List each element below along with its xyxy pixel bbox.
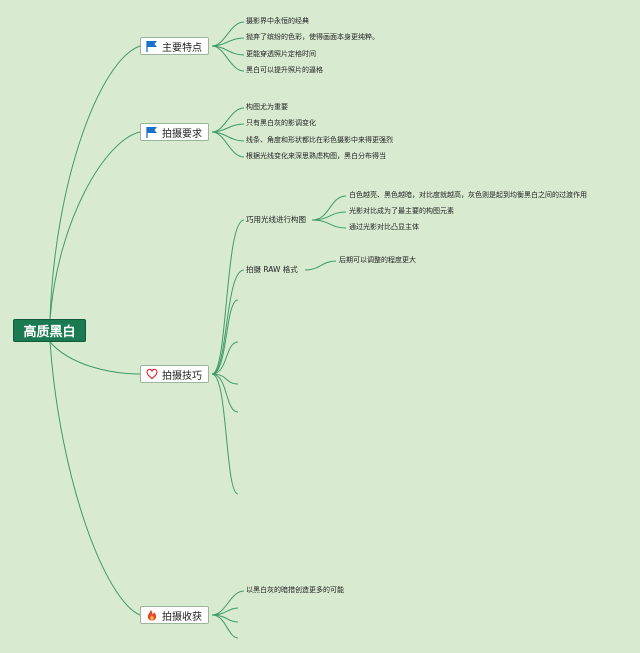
connector-b4-l1 <box>211 590 245 616</box>
connector-b2-l4 <box>211 131 245 158</box>
subtopic-light-composition[interactable]: 巧用光线进行构图 <box>246 215 306 224</box>
branch-label: 主要特点 <box>162 42 202 54</box>
connector-b3-e5 <box>211 373 239 495</box>
connector-s2-l1 <box>304 260 337 271</box>
connector-b3-e2 <box>211 341 239 375</box>
connector-b3-e1 <box>211 299 239 375</box>
leaf-item[interactable]: 光影对比成为了最主要的构图元素 <box>349 207 454 215</box>
branch-label: 拍摄技巧 <box>162 370 202 382</box>
connector-s1-l3 <box>311 219 347 229</box>
connector-b1-l1 <box>211 21 245 47</box>
branch-topic-gains[interactable]: 拍摄收获 <box>140 606 209 624</box>
leaf-item[interactable]: 摄影界中永恒的经典 <box>246 17 309 25</box>
root-topic[interactable]: 高质黑白 <box>13 319 86 342</box>
blue-flag-icon <box>146 127 157 138</box>
connector-b3-s2 <box>211 269 245 375</box>
leaf-item[interactable]: 抛弃了缤纷的色彩，使得画面本身更纯粹。 <box>246 33 379 41</box>
leaf-item[interactable]: 后期可以调整的程度更大 <box>339 256 416 264</box>
heart-outline-icon <box>146 368 158 380</box>
leaf-item[interactable]: 黑白可以提升照片的逼格 <box>246 66 323 74</box>
connector-root-b1 <box>49 45 141 320</box>
leaf-item[interactable]: 线条、角度和形状都比在彩色摄影中来得更强烈 <box>246 136 393 144</box>
connector-root-b3 <box>49 341 141 375</box>
root-topic-label: 高质黑白 <box>23 325 76 340</box>
leaf-item[interactable]: 以黑白灰的暗措创造更多的可能 <box>246 586 344 594</box>
connector-b3-s1 <box>211 219 245 375</box>
connector-b1-l4 <box>211 45 245 72</box>
branch-topic-requirements[interactable]: 拍摄要求 <box>140 123 209 141</box>
connector-b2-l1 <box>211 107 245 133</box>
branch-label: 拍摄要求 <box>162 128 202 140</box>
flame-icon <box>147 610 157 621</box>
blue-flag-icon <box>146 41 157 52</box>
leaf-item[interactable]: 构图尤为重要 <box>246 103 288 111</box>
subtopic-raw-format[interactable]: 拍摄 RAW 格式 <box>246 265 298 274</box>
branch-topic-features[interactable]: 主要特点 <box>140 37 209 55</box>
connector-b4-e3 <box>211 614 239 639</box>
leaf-item[interactable]: 白色越亮、黑色越暗，对比度就越高，灰色则是起到均衡黑白之间的过渡作用 <box>349 191 587 199</box>
leaf-item[interactable]: 更能穿透照片定格时间 <box>246 50 316 58</box>
leaf-item[interactable]: 只有黑白灰的影调变化 <box>246 119 316 127</box>
branch-topic-techniques[interactable]: 拍摄技巧 <box>140 365 209 383</box>
leaf-item[interactable]: 通过光影对比凸显主体 <box>349 223 419 231</box>
leaf-item[interactable]: 根据光线变化来深思熟虑构图，黑白分布得当 <box>246 152 386 160</box>
connector-b3-e4 <box>211 373 239 413</box>
branch-label: 拍摄收获 <box>162 611 202 623</box>
connector-root-b4 <box>49 341 141 616</box>
connector-root-b2 <box>49 131 141 320</box>
connector-b3-e3 <box>211 373 239 385</box>
